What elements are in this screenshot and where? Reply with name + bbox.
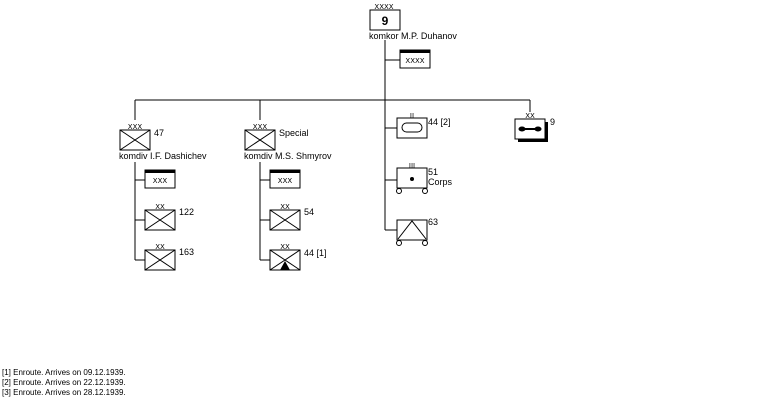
- unit-echelon-marker: III: [409, 162, 415, 170]
- footnote: [3] Enroute. Arrives on 28.12.1939.: [2, 388, 126, 397]
- division-designation: 44 [1]: [304, 248, 327, 258]
- wheel-icon: [396, 188, 402, 194]
- corps-node-special: XXX Special komdiv M.S. Shmyrov: [244, 123, 332, 161]
- hq-bar: [145, 170, 175, 173]
- artillery-unit-node: III 51 Corps: [396, 162, 453, 194]
- aa-chevron-symbol: [397, 220, 427, 240]
- division-echelon-marker: XX: [155, 203, 165, 211]
- corps-hq-node-special: XXX: [269, 169, 301, 189]
- corps-hq-node-47: XXX: [144, 169, 176, 189]
- unit-designation: 44 [2]: [428, 117, 451, 127]
- division-node-122: XX 122: [144, 203, 194, 231]
- army-hq-node: XXXX: [399, 49, 431, 69]
- unit-echelon-marker: XX: [525, 112, 535, 120]
- aa-artillery-unit-node: 63: [396, 217, 438, 246]
- corps-commander: komdiv M.S. Shmyrov: [244, 151, 332, 161]
- corps-designation: 47: [154, 128, 164, 138]
- division-echelon-marker: XX: [155, 243, 165, 251]
- wheel-icon: [422, 240, 428, 246]
- footnote: [2] Enroute. Arrives on 22.12.1939.: [2, 378, 126, 387]
- army-echelon-marker: XXXX: [374, 3, 393, 11]
- wheel-icon: [422, 188, 428, 194]
- army-symbol-box: [369, 9, 401, 31]
- wheel-icon: [396, 240, 402, 246]
- armor-unit-node: II 44 [2]: [396, 112, 451, 139]
- division-node-44: XX 44 [1]: [269, 243, 327, 271]
- army-node: XXXX 9 komkor M.P. Duhanov: [369, 3, 457, 41]
- corps-commander: komdiv I.F. Dashichev: [119, 151, 207, 161]
- corps-designation: Special: [279, 128, 309, 138]
- connector-lines: [134, 40, 531, 261]
- corps-hq-echelon: XXX: [153, 177, 168, 185]
- division-echelon-marker: XX: [280, 203, 290, 211]
- unit-echelon-marker: II: [410, 112, 414, 120]
- corps-node-47: XXX 47 komdiv I.F. Dashichev: [119, 123, 207, 161]
- footnote: [1] Enroute. Arrives on 09.12.1939.: [2, 368, 126, 377]
- armored-cavalry-unit-node: XX 9: [514, 112, 555, 142]
- armor-symbol: [401, 122, 423, 133]
- division-echelon-marker: XX: [280, 243, 290, 251]
- division-node-54: XX 54: [269, 203, 314, 231]
- division-designation: 163: [179, 247, 194, 257]
- unit-designation-line2: Corps: [428, 177, 453, 187]
- corps-echelon-marker: XXX: [128, 123, 143, 131]
- division-designation: 122: [179, 207, 194, 217]
- artillery-dot: [410, 177, 414, 181]
- corps-hq-echelon: XXX: [278, 177, 293, 185]
- army-designation: 9: [382, 14, 389, 28]
- army-commander: komkor M.P. Duhanov: [369, 31, 457, 41]
- army-hq-echelon: XXXX: [405, 57, 424, 65]
- division-designation: 54: [304, 207, 314, 217]
- hq-bar: [270, 170, 300, 173]
- cavalry-mark: [518, 126, 526, 132]
- footnotes: [1] Enroute. Arrives on 09.12.1939. [2] …: [2, 368, 126, 398]
- cavalry-mark: [534, 126, 542, 132]
- mountain-marker: [280, 261, 290, 270]
- unit-designation: 63: [428, 217, 438, 227]
- division-node-163: XX 163: [144, 243, 194, 271]
- hq-bar: [400, 50, 430, 53]
- unit-designation: 9: [550, 117, 555, 127]
- corps-echelon-marker: XXX: [253, 123, 268, 131]
- unit-designation: 51: [428, 167, 438, 177]
